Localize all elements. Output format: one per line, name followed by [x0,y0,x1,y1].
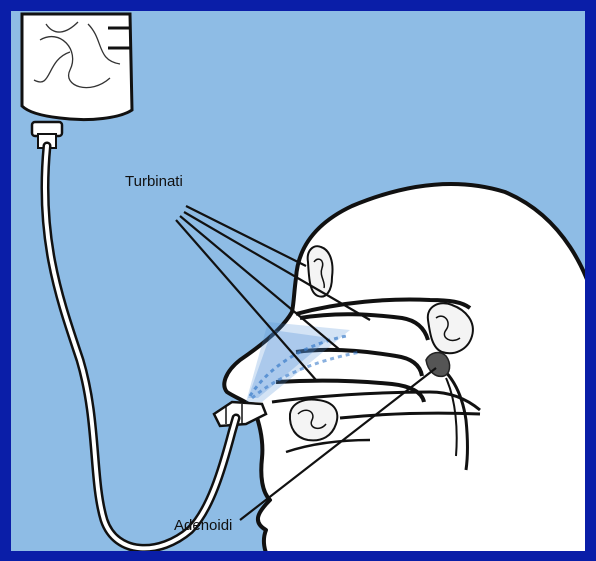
irrigation-bag [22,14,132,120]
label-turbinati: Turbinati [125,173,183,190]
illustration-panel [11,11,585,551]
irrigation-tube [45,146,236,548]
label-adenoidi: Adenoidi [174,517,232,534]
palate-region [290,400,337,441]
frontal-sinus [308,246,333,296]
nasal-irrigation-drawing [11,11,585,551]
